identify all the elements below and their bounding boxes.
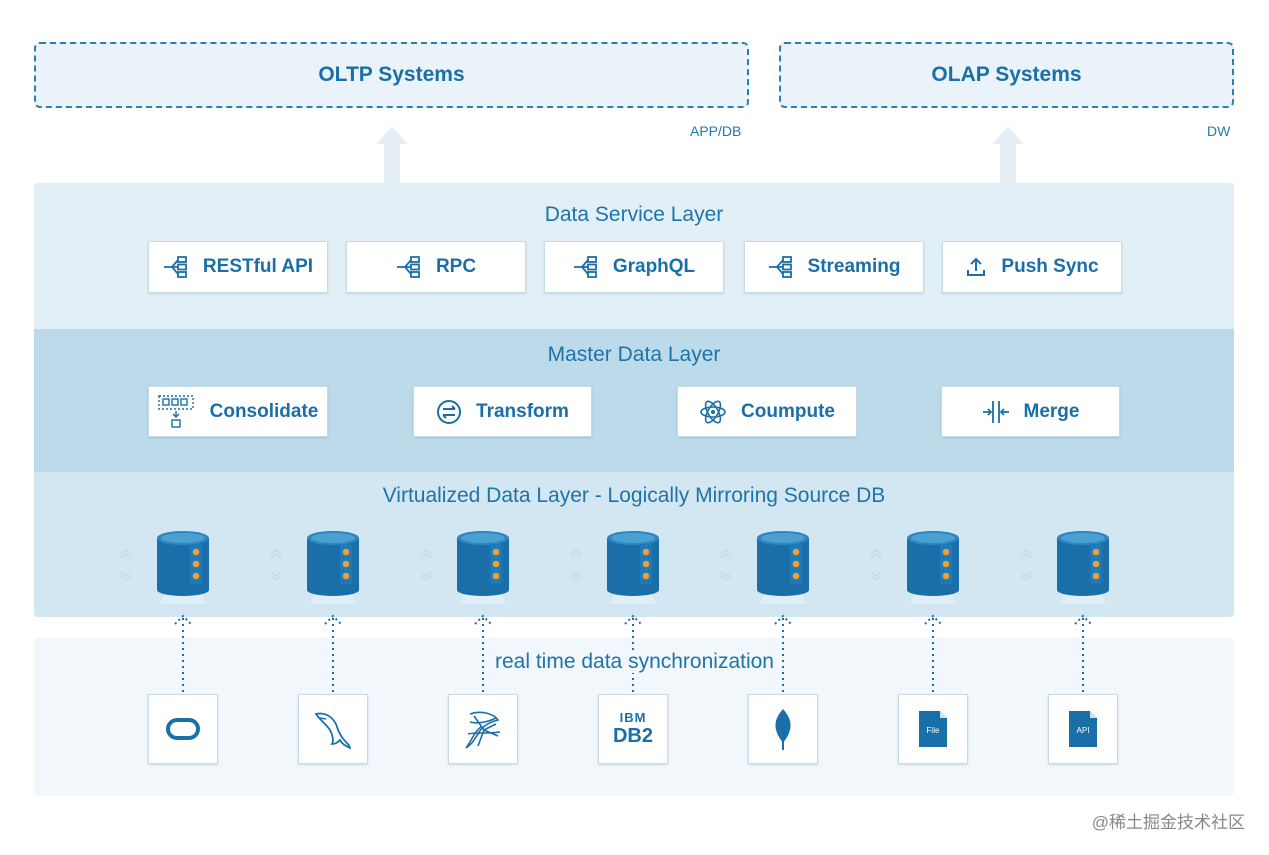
streaming-label: Streaming	[807, 256, 901, 277]
sync-arrow	[771, 612, 795, 699]
database-icon	[1048, 526, 1118, 606]
virtual-layer-title: Virtualized Data Layer - Logically Mirro…	[382, 484, 886, 507]
transform-card: Transform	[413, 386, 592, 437]
oltp-title: OLTP Systems	[318, 63, 465, 86]
file-source: File	[898, 694, 968, 764]
sync-chevron-icon	[269, 548, 283, 587]
db2-source: IBM DB2	[598, 694, 668, 764]
compute-card: Coumpute	[677, 386, 857, 437]
mongodb-icon	[775, 709, 791, 750]
mysql-source	[298, 694, 368, 764]
oltp-tag: APP/DB	[690, 123, 742, 139]
sync-chevron-icon	[119, 548, 133, 587]
sync-arrow	[471, 612, 495, 699]
consolidate-icon	[157, 394, 194, 428]
watermark: @稀土掘金技术社区	[1091, 813, 1245, 832]
database-icon	[298, 526, 368, 606]
api-tree-icon	[396, 256, 420, 278]
sync-label: real time data synchronization	[0, 650, 1269, 674]
master-layer-title: Master Data Layer	[547, 343, 721, 366]
up-arrow-icon	[376, 126, 408, 184]
sync-chevron-icon	[1019, 548, 1033, 587]
rpc-card: RPC	[346, 241, 526, 293]
sync-arrow	[921, 612, 945, 699]
database-icon	[898, 526, 968, 606]
service-layer-title: Data Service Layer	[544, 203, 724, 226]
ibm-logo-text: IBM	[619, 710, 647, 725]
graphql-label: GraphQL	[612, 256, 696, 277]
sync-chevron-icon	[869, 548, 883, 587]
push-sync-label: Push Sync	[1001, 256, 1099, 277]
api-tree-icon	[163, 256, 187, 278]
api-source: API	[1048, 694, 1118, 764]
database-icon	[148, 526, 218, 606]
sync-arrow	[171, 612, 195, 699]
merge-card: Merge	[941, 386, 1120, 437]
compute-label: Coumpute	[741, 400, 835, 422]
db2-logo-text: DB2	[612, 725, 653, 747]
olap-title: OLAP Systems	[931, 63, 1082, 86]
graphql-card: GraphQL	[544, 241, 724, 293]
merge-label: Merge	[1023, 400, 1080, 422]
olap-tag: DW	[1207, 123, 1231, 139]
push-sync-card: Push Sync	[942, 241, 1122, 293]
oltp-systems-box: OLTP Systems	[34, 42, 749, 108]
rpc-label: RPC	[435, 256, 477, 277]
database-icon	[598, 526, 668, 606]
sync-chevron-icon	[719, 548, 733, 587]
merge-icon	[982, 400, 1009, 423]
sync-chevron-icon	[419, 548, 433, 587]
api-tree-icon	[573, 256, 597, 278]
mongodb-source	[748, 694, 818, 764]
atom-icon	[700, 400, 726, 423]
restful-api-card: RESTful API	[148, 241, 328, 293]
sync-arrow	[1071, 612, 1095, 699]
transform-label: Transform	[476, 400, 569, 422]
up-arrow-icon	[992, 126, 1024, 184]
api-tree-icon	[768, 256, 792, 278]
upload-icon	[967, 257, 986, 276]
olap-systems-box: OLAP Systems	[779, 42, 1234, 108]
database-icon	[748, 526, 818, 606]
consolidate-label: Consolidate	[209, 400, 319, 422]
mysql-icon	[314, 712, 351, 750]
file-icon: File	[919, 711, 947, 747]
sync-arrow	[321, 612, 345, 699]
consolidate-card: Consolidate	[148, 386, 328, 437]
database-icon	[448, 526, 518, 606]
file-icon-text: File	[926, 726, 940, 735]
api-doc-icon: API	[1069, 711, 1097, 747]
oracle-source	[148, 694, 218, 764]
sync-chevron-icon	[569, 548, 583, 587]
api-icon-text: API	[1076, 726, 1090, 735]
oracle-icon	[166, 718, 200, 740]
streaming-card: Streaming	[744, 241, 924, 293]
sync-label-text: real time data synchronization	[491, 650, 778, 673]
sqlserver-source	[448, 694, 518, 764]
transform-icon	[437, 399, 462, 424]
restful-api-label: RESTful API	[202, 256, 314, 277]
sqlserver-icon	[465, 711, 501, 749]
